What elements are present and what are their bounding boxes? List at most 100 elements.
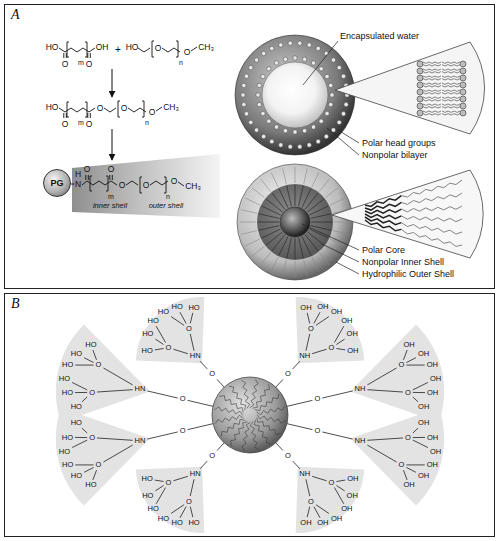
lipid-head — [417, 96, 423, 102]
dendron-bond — [93, 350, 97, 360]
lipid-tail — [423, 111, 441, 112]
atom-label: O — [285, 370, 291, 378]
atom-label: O — [399, 461, 405, 469]
polymer-arms — [240, 167, 350, 277]
dendron-bond — [276, 379, 283, 387]
hydroxyl-label: HO — [158, 515, 169, 523]
chemical-bonds — [59, 41, 197, 118]
lipid-tail — [442, 93, 460, 94]
annotation-label: Nonpolar bilayer — [362, 151, 428, 160]
head-group-dot — [242, 83, 246, 87]
dendron-bond — [75, 464, 93, 465]
dendron-bond — [322, 432, 352, 439]
outer-arm — [241, 210, 257, 214]
core-chain — [257, 417, 281, 434]
dendron-bond — [367, 390, 403, 392]
core-chain — [252, 384, 269, 408]
hydrophilic-segment — [401, 193, 462, 204]
lipid-tail — [442, 90, 460, 91]
dendron-bond — [217, 443, 224, 451]
lipid-head — [460, 96, 466, 102]
head-group-dot — [283, 57, 287, 61]
repeat-subscript: n — [145, 119, 149, 126]
head-group-dot — [254, 128, 258, 132]
dendron-bonds — [72, 312, 428, 518]
atom-label: O — [86, 60, 93, 69]
head-group-dot — [256, 93, 260, 97]
head-group-dot — [316, 46, 320, 50]
atom-label: O — [209, 370, 215, 378]
hydroxyl-label: HO — [85, 341, 96, 349]
lipid-tail — [423, 107, 441, 108]
lipid-tail — [423, 79, 441, 80]
hydroxyl-label: OH — [331, 515, 342, 523]
lipid-head — [417, 75, 423, 81]
head-group-dot — [288, 41, 292, 45]
dendron-bond — [307, 507, 310, 518]
dendron-bond — [314, 312, 320, 323]
lipid-tail — [423, 65, 441, 66]
head-group-dot — [288, 145, 292, 149]
head-group-dot — [244, 74, 248, 78]
dendron-bond — [84, 467, 93, 472]
hydroxyl-label: OH — [317, 303, 328, 311]
annotation-label: Hydrophilic Outer Shell — [362, 270, 454, 279]
hydroxyl-label: OH — [317, 519, 328, 527]
outer-arm — [241, 231, 257, 235]
chemical-bonds — [71, 175, 184, 193]
dendron-bond — [155, 486, 163, 491]
hydroxyl-label: HO — [71, 350, 82, 358]
dendron-bond — [75, 437, 87, 438]
hydroxyl-label: HO — [62, 434, 73, 442]
dendron-bond — [406, 365, 424, 366]
hydroxyl-label: HO — [188, 519, 199, 527]
head-group-dot — [325, 74, 329, 78]
hydroxyl-label: HO — [148, 505, 159, 513]
inner-arm — [299, 186, 304, 206]
lipid-head — [460, 89, 466, 95]
inner-arm — [308, 232, 324, 245]
atom-label: O — [96, 461, 102, 469]
head-group-dot — [319, 67, 323, 71]
core-chain — [250, 422, 258, 450]
inner-arm — [302, 236, 311, 255]
repeat-subscript: m — [78, 59, 84, 66]
atom-label: O — [186, 325, 192, 333]
hydroxyl-label: OH — [403, 481, 414, 489]
atom-label: O — [314, 395, 320, 403]
atom-label: O — [308, 325, 314, 333]
atom-label: HO — [126, 43, 139, 52]
core-chain — [221, 419, 245, 436]
hydroxyl-label: OH — [300, 304, 311, 312]
lipid-head — [417, 68, 423, 74]
lipid-tail — [423, 93, 441, 94]
head-group-dot — [261, 74, 265, 78]
dendron-bond — [287, 400, 312, 406]
lipid-tail — [442, 111, 460, 112]
lipid-tail — [442, 62, 460, 63]
hydroxyl-label: OH — [427, 434, 438, 442]
atom-label: H — [75, 170, 81, 179]
head-group-dot — [293, 130, 297, 134]
atom-label: O — [186, 498, 192, 506]
hydrophilic-segment — [401, 223, 462, 234]
dendron-bond — [334, 488, 343, 504]
dendron-bond — [200, 361, 207, 369]
lipid-tail — [442, 97, 460, 98]
head-group-dot — [267, 119, 271, 123]
dendron-bond — [190, 479, 194, 496]
atom-label: O — [166, 479, 172, 487]
amide-label: NH — [299, 470, 310, 478]
plus-sign: + — [115, 45, 121, 55]
hydroxyl-label: OH — [418, 472, 429, 480]
outer-arm — [334, 222, 350, 223]
hydroxyl-label: HO — [59, 448, 70, 456]
panel-letter: A — [11, 7, 20, 22]
atom-label: O — [89, 434, 95, 442]
amide-label: HN — [190, 352, 201, 360]
dendron-cone — [136, 297, 204, 363]
dendron-bond — [97, 438, 133, 440]
head-group-dot — [279, 143, 283, 147]
panel-letter: B — [11, 296, 20, 311]
head-group-dot — [307, 43, 311, 47]
